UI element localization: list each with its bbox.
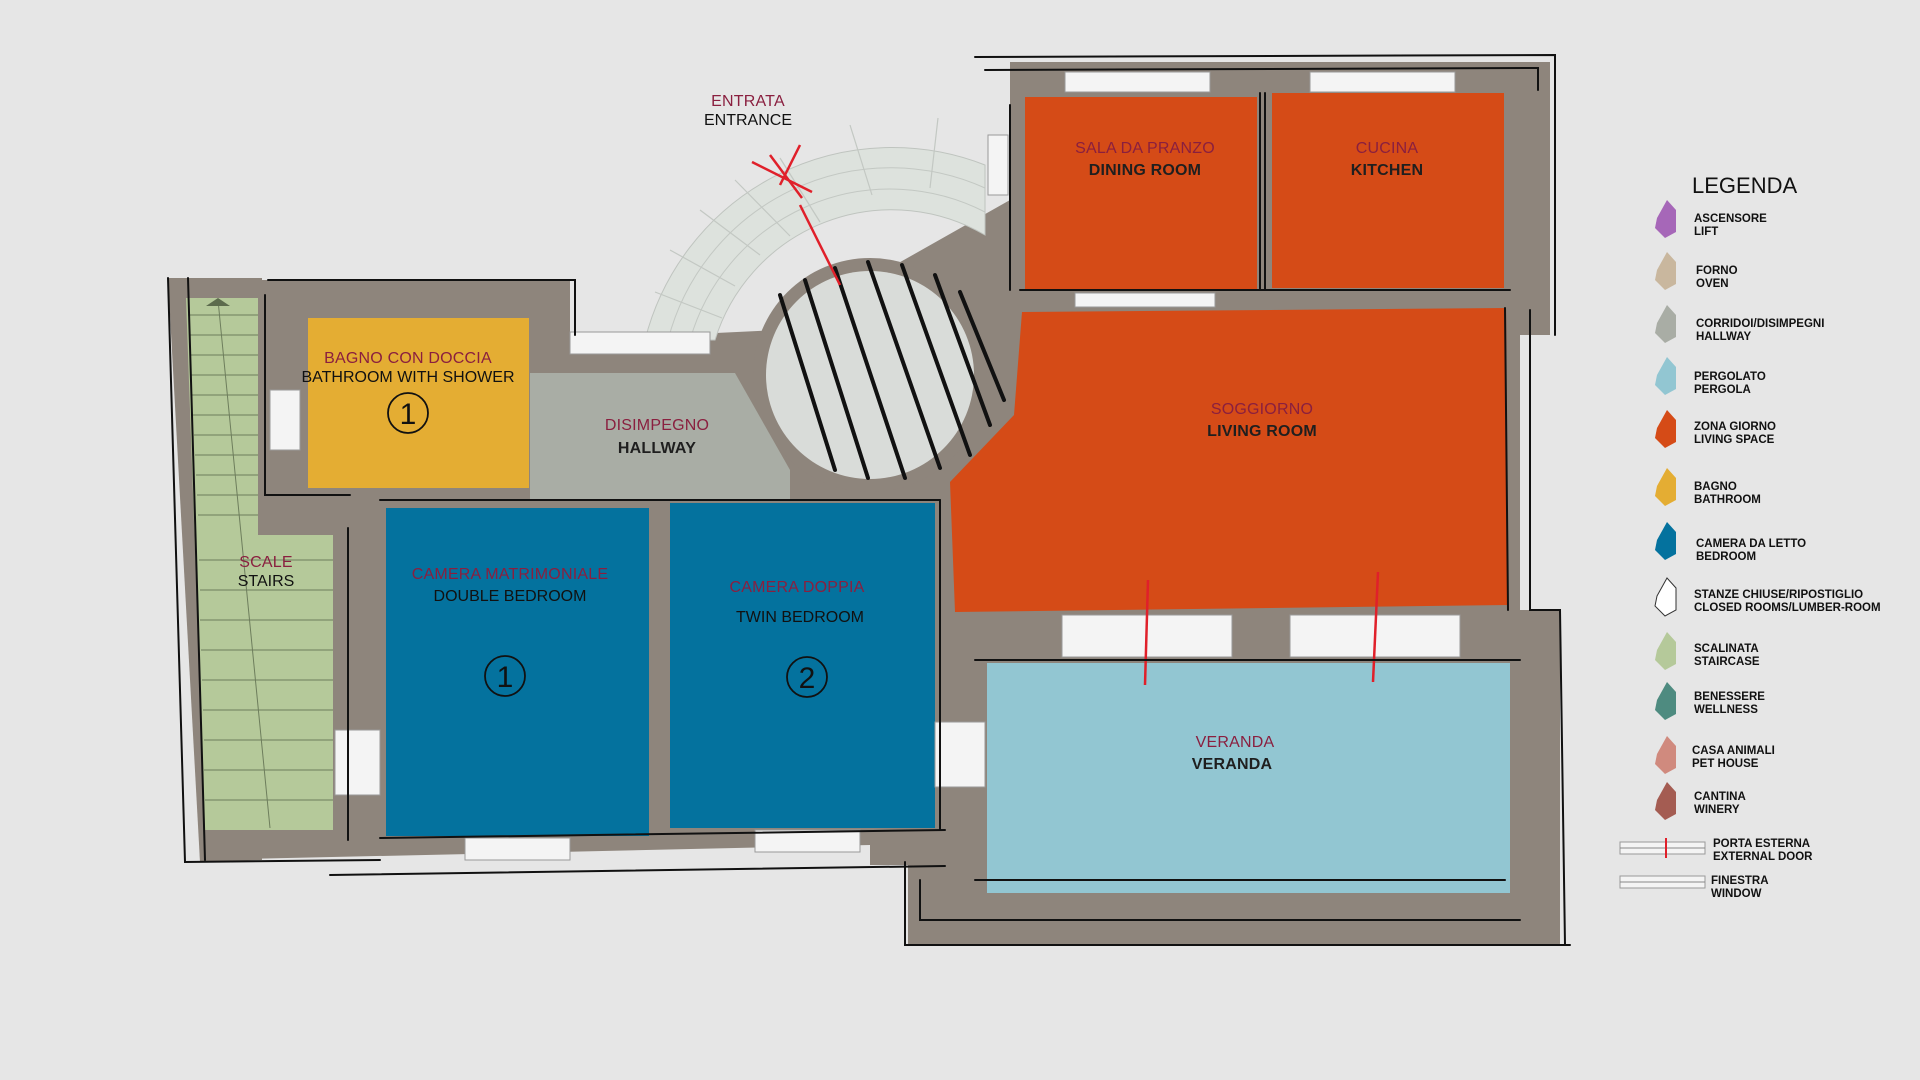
- wellness-swatch: [1655, 682, 1676, 720]
- legend-bedroom-it: CAMERA DA LETTO: [1696, 538, 1806, 550]
- stairs-area: SCALE STAIRS: [186, 298, 333, 830]
- stairs-fill: [186, 298, 333, 830]
- legend-bedroom-en: BEDROOM: [1696, 551, 1756, 563]
- living-label-it: SOGGIORNO: [1211, 401, 1313, 418]
- hallway-swatch: [1655, 305, 1676, 343]
- legend-item-window: FINESTRA WINDOW: [1619, 875, 1769, 900]
- room-bathroom[interactable]: [308, 318, 529, 488]
- living-space-swatch: [1655, 410, 1676, 448]
- room-hallway[interactable]: [530, 373, 790, 500]
- legend-item-wellness: BENESSERE WELLNESS: [1655, 682, 1765, 720]
- legend-item-pergola: PERGOLATO PERGOLA: [1655, 357, 1766, 396]
- entrance-door-icon: [751, 144, 842, 286]
- oven-swatch: [1655, 252, 1676, 290]
- bathroom-label-it: BAGNO CON DOCCIA: [324, 350, 492, 367]
- living-label-en: LIVING ROOM: [1207, 423, 1317, 440]
- dining-label-en: DINING ROOM: [1089, 162, 1201, 179]
- stairs-label-it: SCALE: [239, 554, 292, 571]
- winery-swatch: [1655, 782, 1676, 820]
- legend-closed-it: STANZE CHIUSE/RIPOSTIGLIO: [1694, 589, 1863, 601]
- room-kitchen[interactable]: [1272, 93, 1504, 288]
- bathroom-number-badge: [387, 392, 429, 434]
- twin-bedroom-number: 2: [799, 662, 816, 695]
- room-veranda[interactable]: [987, 663, 1510, 893]
- legend-door-it: PORTA ESTERNA: [1713, 838, 1810, 850]
- legend-bathroom-it: BAGNO: [1694, 481, 1737, 493]
- kitchen-label-it: CUCINA: [1356, 140, 1419, 157]
- rotunda-steps: [778, 260, 1006, 480]
- room-dining[interactable]: [1025, 97, 1257, 290]
- hallway-label-it: DISIMPEGNO: [605, 417, 709, 434]
- external-door-marks: [1143, 571, 1380, 686]
- legend-item-lift: ASCENSORE LIFT: [1655, 200, 1767, 238]
- legend-item-winery: CANTINA WINERY: [1655, 782, 1746, 820]
- legend-window-en: WINDOW: [1711, 888, 1762, 900]
- legend-lift-en: LIFT: [1694, 226, 1718, 238]
- legend-wellness-en: WELLNESS: [1694, 704, 1758, 716]
- legend-title: LEGENDA: [1692, 173, 1797, 198]
- legend: LEGENDA ASCENSORE LIFT FORNO OVEN CORRID…: [1619, 173, 1881, 900]
- twin-bedroom-number-badge: [786, 656, 828, 698]
- closed-rooms-swatch: [1654, 577, 1677, 617]
- legend-item-pet-house: CASA ANIMALI PET HOUSE: [1655, 736, 1775, 774]
- legend-wellness-it: BENESSERE: [1694, 691, 1765, 703]
- room-living[interactable]: [950, 308, 1508, 612]
- legend-lift-it: ASCENSORE: [1694, 213, 1767, 225]
- bathroom-label-en: BATHROOM WITH SHOWER: [301, 369, 514, 386]
- double-bedroom-label-it: CAMERA MATRIMONIALE: [412, 566, 608, 583]
- legend-item-bedroom: CAMERA DA LETTO BEDROOM: [1655, 522, 1806, 563]
- legend-item-staircase: SCALINATA STAIRCASE: [1655, 632, 1760, 670]
- room-twin-bedroom[interactable]: [670, 503, 935, 828]
- legend-item-living-space: ZONA GIORNO LIVING SPACE: [1655, 410, 1776, 448]
- pergola-swatch: [1655, 357, 1676, 395]
- legend-hallway-it: CORRIDOI/DISIMPEGNI: [1696, 318, 1824, 330]
- legend-winery-it: CANTINA: [1694, 791, 1746, 803]
- legend-living-en: LIVING SPACE: [1694, 434, 1775, 446]
- pet-house-swatch: [1655, 736, 1676, 774]
- lift-swatch: [1655, 200, 1676, 238]
- veranda-label-it: VERANDA: [1196, 734, 1275, 751]
- double-bedroom-number: 1: [497, 661, 514, 694]
- legend-staircase-en: STAIRCASE: [1694, 656, 1760, 668]
- legend-oven-it: FORNO: [1696, 265, 1738, 277]
- legend-oven-en: OVEN: [1696, 278, 1729, 290]
- legend-item-closed-rooms: STANZE CHIUSE/RIPOSTIGLIO CLOSED ROOMS/L…: [1654, 577, 1881, 617]
- kitchen-label-en: KITCHEN: [1351, 162, 1424, 179]
- legend-pergola-it: PERGOLATO: [1694, 371, 1766, 383]
- entrance-label-it: ENTRATA: [711, 93, 785, 110]
- bedroom-swatch: [1655, 522, 1676, 560]
- room-double-bedroom[interactable]: [386, 508, 649, 836]
- legend-winery-en: WINERY: [1694, 804, 1740, 816]
- legend-pet-it: CASA ANIMALI: [1692, 745, 1775, 757]
- stairs-arrow-icon: [206, 298, 230, 306]
- legend-hallway-en: HALLWAY: [1696, 331, 1751, 343]
- twin-bedroom-label-en: TWIN BEDROOM: [736, 609, 864, 626]
- entrance-steps: [644, 117, 986, 341]
- legend-item-external-door: PORTA ESTERNA EXTERNAL DOOR: [1619, 838, 1813, 863]
- double-bedroom-number-badge: [484, 655, 526, 697]
- legend-bathroom-en: BATHROOM: [1694, 494, 1761, 506]
- legend-window-it: FINESTRA: [1711, 875, 1769, 887]
- legend-item-hallway: CORRIDOI/DISIMPEGNI HALLWAY: [1655, 305, 1824, 343]
- bathroom-number: 1: [400, 398, 417, 431]
- double-bedroom-label-en: DOUBLE BEDROOM: [434, 588, 587, 605]
- stairs-label-en: STAIRS: [238, 573, 295, 590]
- legend-pergola-en: PERGOLA: [1694, 384, 1751, 396]
- legend-door-en: EXTERNAL DOOR: [1713, 851, 1813, 863]
- legend-item-oven: FORNO OVEN: [1655, 252, 1738, 290]
- legend-pet-en: PET HOUSE: [1692, 758, 1759, 770]
- legend-item-bathroom: BAGNO BATHROOM: [1655, 468, 1761, 506]
- bathroom-swatch: [1655, 468, 1676, 506]
- veranda-label-en: VERANDA: [1192, 756, 1273, 773]
- entrance-label-en: ENTRANCE: [704, 112, 792, 129]
- dining-label-it: SALA DA PRANZO: [1075, 140, 1215, 157]
- hallway-label-en: HALLWAY: [618, 440, 696, 457]
- legend-closed-en: CLOSED ROOMS/LUMBER-ROOM: [1694, 602, 1881, 614]
- sketch-lines: [167, 53, 1571, 946]
- staircase-swatch: [1655, 632, 1676, 670]
- legend-staircase-it: SCALINATA: [1694, 643, 1759, 655]
- twin-bedroom-label-it: CAMERA DOPPIA: [729, 579, 864, 596]
- legend-living-it: ZONA GIORNO: [1694, 421, 1776, 433]
